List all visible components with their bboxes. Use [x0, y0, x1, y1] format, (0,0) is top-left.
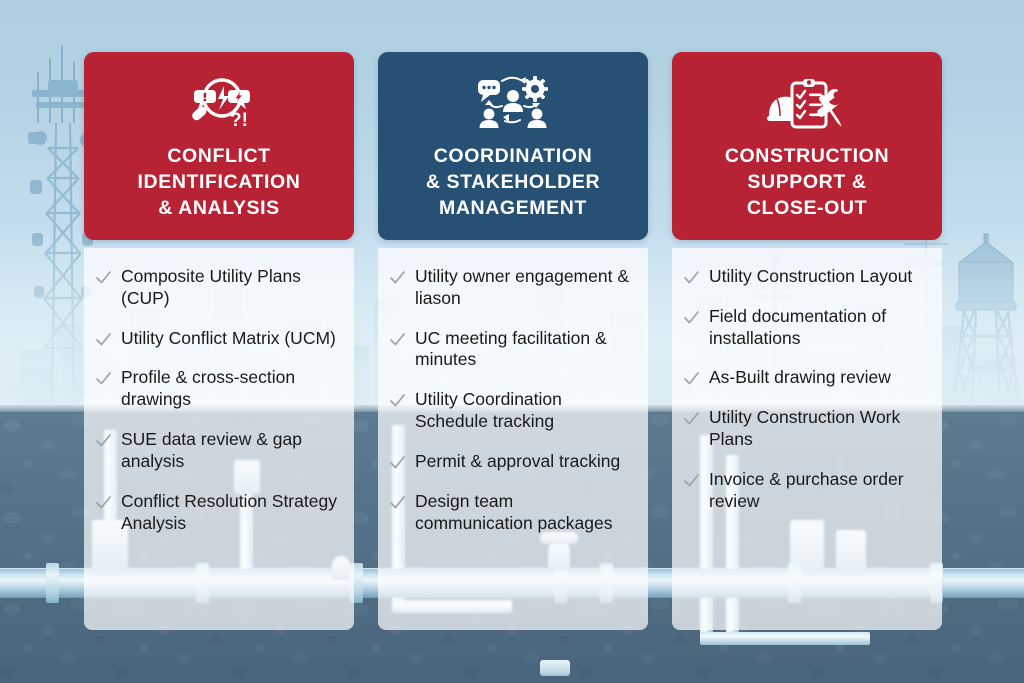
column-construction-support-closeout: CONSTRUCTION SUPPORT & CLOSE-OUT Utility…: [672, 52, 942, 630]
list-item-label: Profile & cross-section drawings: [121, 367, 296, 410]
list-item-label: Utility owner engagement & liason: [415, 265, 629, 308]
column-coordination-stakeholder-management: COORDINATION & STAKEHOLDER MANAGEMENT Ut…: [378, 52, 648, 630]
svg-text:?!: ?!: [230, 110, 248, 130]
column-title: COORDINATION & STAKEHOLDER MANAGEMENT: [425, 145, 601, 219]
check-icon: [684, 412, 699, 425]
list-item: Utility owner engagement & liason: [390, 266, 634, 310]
check-icon: [684, 310, 699, 323]
list-item: Permit & approval tracking: [390, 451, 634, 473]
service-columns: ?! CONFLICT IDENTIFICATION & ANALYSIS Co…: [84, 52, 942, 630]
column-conflict-identification: ?! CONFLICT IDENTIFICATION & ANALYSIS Co…: [84, 52, 354, 630]
stakeholder-network-icon: [392, 72, 634, 134]
list-item: UC meeting facilitation & minutes: [390, 328, 634, 372]
check-icon: [96, 496, 111, 509]
list-item: Utility Conflict Matrix (UCM): [96, 328, 340, 350]
list-item-label: Conflict Resolution Strategy Analysis: [121, 490, 337, 533]
check-icon: [390, 496, 405, 509]
list-item: Utility Coordination Schedule tracking: [390, 389, 634, 433]
list-item-label: Utility Coordination Schedule tracking: [415, 389, 562, 432]
list-item-label: Permit & approval tracking: [415, 451, 621, 472]
check-icon: [390, 270, 405, 284]
list-item-label: SUE data review & gap analysis: [121, 429, 302, 472]
list-item: Field documentation of installations: [684, 306, 928, 350]
check-icon: [96, 434, 111, 447]
list-item: Design team communication packages: [390, 491, 634, 535]
column-item-list: Utility owner engagement & liason UC mee…: [378, 247, 648, 630]
list-item-label: As-Built drawing review: [709, 367, 891, 388]
check-icon: [96, 372, 111, 385]
column-title: CONSTRUCTION SUPPORT & CLOSE-OUT: [724, 145, 890, 219]
list-item: Utility Construction Work Plans: [684, 407, 928, 451]
list-item-label: Field documentation of installations: [709, 305, 887, 348]
check-icon: [684, 372, 699, 385]
check-icon: [390, 456, 405, 469]
list-item: Composite Utility Plans (CUP): [96, 266, 340, 310]
list-item-label: Utility Conflict Matrix (UCM): [121, 327, 336, 348]
check-icon: [684, 474, 699, 487]
list-item: SUE data review & gap analysis: [96, 429, 340, 473]
list-item: Utility Construction Layout: [684, 266, 928, 288]
check-icon: [390, 332, 405, 345]
hardhat-clipboard-tools-icon: [686, 72, 928, 134]
conflict-magnifier-icon: ?!: [98, 72, 340, 134]
list-item: Invoice & purchase order review: [684, 469, 928, 513]
column-header: ?! CONFLICT IDENTIFICATION & ANALYSIS: [84, 52, 354, 240]
column-item-list: Composite Utility Plans (CUP) Utility Co…: [84, 247, 354, 630]
check-icon: [684, 270, 699, 284]
list-item: Conflict Resolution Strategy Analysis: [96, 491, 340, 535]
check-icon: [96, 270, 111, 284]
list-item-label: Invoice & purchase order review: [709, 469, 904, 511]
check-icon: [390, 394, 405, 407]
list-item-label: UC meeting facilitation & minutes: [415, 327, 607, 370]
list-item: Profile & cross-section drawings: [96, 367, 340, 411]
column-title: CONFLICT IDENTIFICATION & ANALYSIS: [137, 145, 301, 219]
list-item: As-Built drawing review: [684, 367, 928, 389]
list-item-label: Design team communication packages: [415, 490, 613, 533]
column-item-list: Utility Construction Layout Field docume…: [672, 247, 942, 630]
check-icon: [96, 332, 111, 345]
column-header: COORDINATION & STAKEHOLDER MANAGEMENT: [378, 52, 648, 240]
list-item-label: Utility Construction Layout: [709, 265, 913, 286]
column-header: CONSTRUCTION SUPPORT & CLOSE-OUT: [672, 52, 942, 240]
list-item-label: Utility Construction Work Plans: [709, 407, 901, 450]
list-item-label: Composite Utility Plans (CUP): [121, 265, 301, 308]
